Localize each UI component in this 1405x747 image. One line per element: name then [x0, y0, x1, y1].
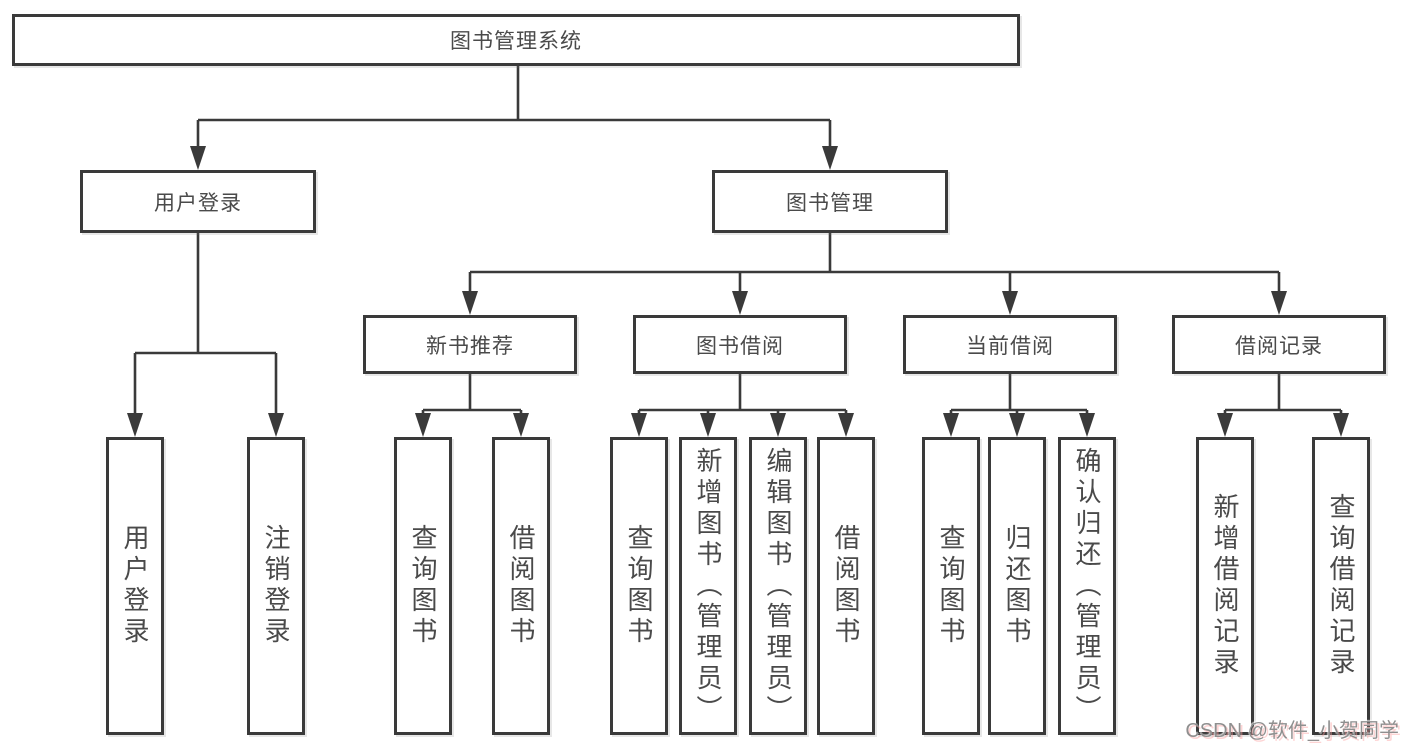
node-book-borrowing: 图书借阅: [633, 315, 847, 374]
node-root-system: 图书管理系统: [12, 14, 1020, 66]
node-new-book-recommend: 新书推荐: [363, 315, 577, 374]
node-leaf-user-login: 用户登录: [106, 437, 164, 735]
node-leaf-borrow-books-newbook: 借阅图书: [492, 437, 550, 735]
node-leaf-query-books-newbook: 查询图书: [394, 437, 452, 735]
node-leaf-confirm-return-admin: 确认归还（管理员）: [1058, 437, 1116, 735]
connector-records-to-leaves: [1223, 374, 1343, 415]
connector-userlogin-to-leaves: [133, 233, 278, 415]
csdn-watermark: CSDN @软件_小贺同学: [1185, 720, 1399, 742]
node-leaf-return-books: 归还图书: [988, 437, 1046, 735]
node-leaf-borrow-books-borrowing: 借阅图书: [817, 437, 875, 735]
node-user-login-branch: 用户登录: [80, 170, 316, 233]
node-current-borrowing: 当前借阅: [903, 315, 1117, 374]
connector-borrowing-to-leaves: [637, 374, 848, 415]
connector-current-to-leaves: [949, 374, 1089, 415]
node-leaf-add-borrow-record: 新增借阅记录: [1196, 437, 1254, 735]
connector-bookmgmt-to-level2: [468, 233, 1281, 293]
node-leaf-logout: 注销登录: [247, 437, 305, 735]
node-book-management-branch: 图书管理: [712, 170, 948, 233]
node-leaf-add-books-admin: 新增图书（管理员）: [679, 437, 737, 735]
node-leaf-edit-books-admin: 编辑图书（管理员）: [749, 437, 807, 735]
node-leaf-query-borrow-record: 查询借阅记录: [1312, 437, 1370, 735]
connector-root-to-level1: [196, 66, 832, 148]
connector-newbook-to-leaves: [421, 374, 523, 415]
node-leaf-query-books-current: 查询图书: [922, 437, 980, 735]
node-leaf-query-books-borrowing: 查询图书: [610, 437, 668, 735]
node-borrowing-records: 借阅记录: [1172, 315, 1386, 374]
